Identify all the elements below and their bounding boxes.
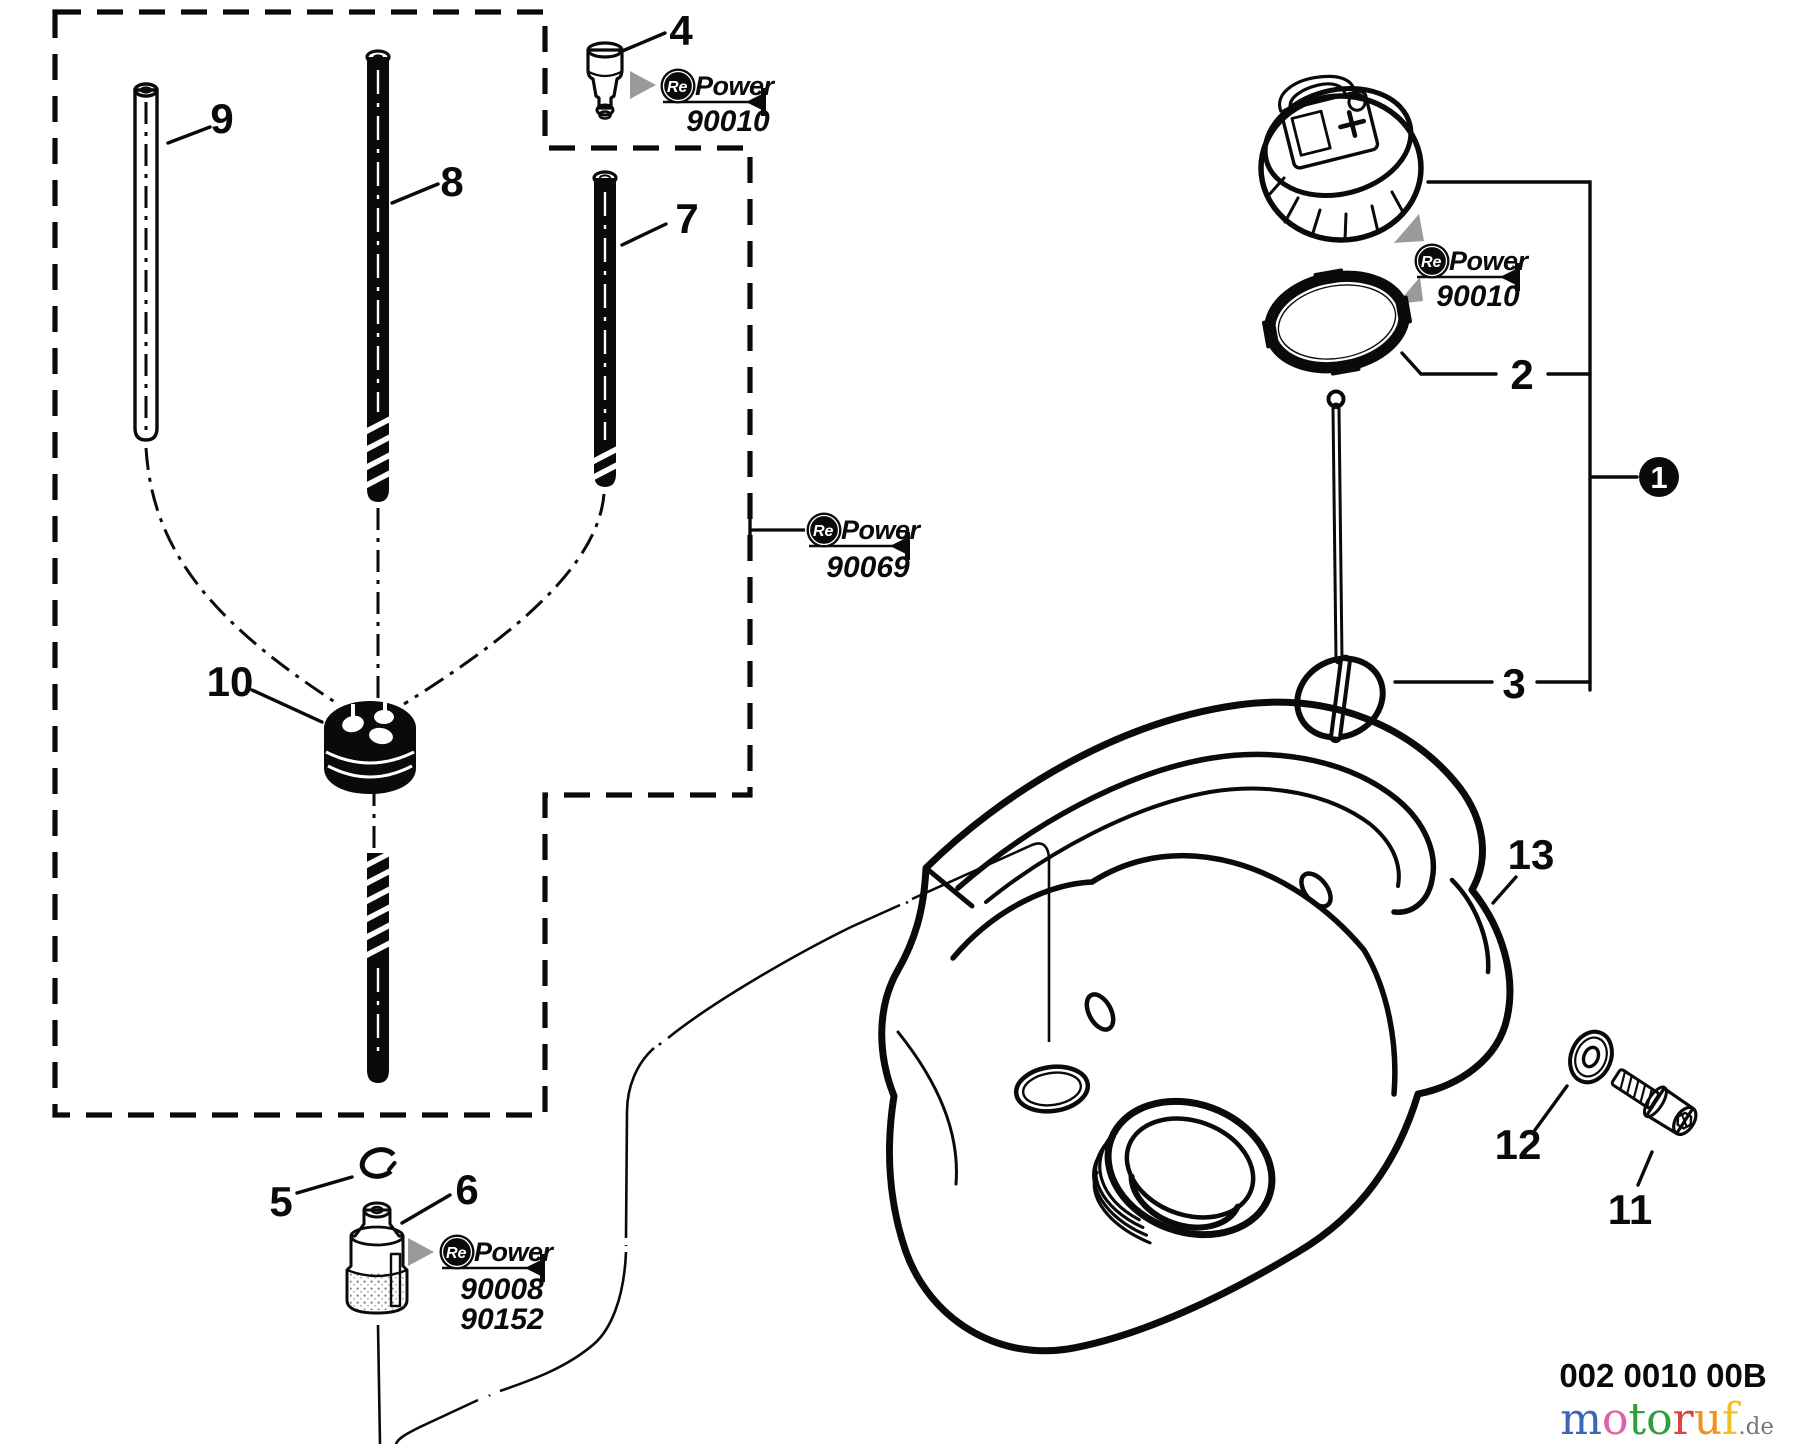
repower-badge-lines — [748, 511, 805, 549]
fuel-pump-icon — [1278, 74, 1380, 170]
filler-neck — [1092, 1097, 1276, 1245]
gray-arrow-icon — [408, 1238, 434, 1266]
repower-power-label: Power — [841, 515, 922, 545]
retaining-ring-5 — [359, 1147, 399, 1179]
callout-1: 1 — [1639, 457, 1679, 497]
fuel-tank-13 — [878, 698, 1514, 1355]
part-number: 90008 — [460, 1273, 544, 1306]
fuel-grommet-10 — [324, 700, 416, 794]
vent-valve-4 — [586, 41, 624, 120]
centerlines — [144, 447, 606, 848]
drawing-code: 002 0010 00B — [1559, 1357, 1766, 1394]
repower-re-icon: Re — [1421, 254, 1442, 271]
repower-re-icon: Re — [813, 523, 834, 540]
dashed-group-boundary — [52, 9, 753, 1118]
repower-power-label: Power — [474, 1237, 555, 1267]
cap-retainer-3 — [1294, 389, 1386, 744]
callout-3: 3 — [1502, 660, 1525, 707]
repower-re-icon: Re — [446, 1245, 467, 1262]
repower-power-label: Power — [695, 71, 776, 101]
gray-arrow-icon — [630, 71, 656, 99]
part-number: 90069 — [826, 551, 910, 584]
callout-12: 12 — [1495, 1121, 1542, 1168]
repower-badge-vent: Re Power 90010 — [660, 68, 776, 138]
fuel-pipe-9 — [133, 82, 159, 442]
part-number: 90010 — [686, 105, 770, 138]
part-number: 90152 — [460, 1303, 544, 1336]
fuel-cap — [1258, 74, 1424, 243]
repower-badge-lines-logo: Re Power 90069 — [806, 512, 922, 584]
callout-2: 2 — [1510, 351, 1533, 398]
motoruf-domain-suffix: .de — [1738, 1414, 1774, 1440]
part-number: 90010 — [1436, 280, 1520, 313]
assembly-bracket — [1393, 180, 1639, 692]
washer-12 — [1568, 1029, 1614, 1085]
repower-power-label: Power — [1449, 246, 1530, 276]
callout-7: 7 — [675, 195, 698, 242]
fuel-pipe-8-lower — [363, 849, 394, 1083]
callout-10: 10 — [207, 658, 254, 705]
callout-8: 8 — [440, 158, 463, 205]
screw-11 — [1610, 1068, 1698, 1136]
repower-re-icon: Re — [667, 79, 688, 96]
callout-11: 11 — [1608, 1186, 1652, 1233]
repower-badge-filter: Re Power 90008 90152 — [439, 1234, 555, 1336]
callout-13: 13 — [1508, 831, 1555, 878]
repower-badge-cap: Re Power 90010 — [1414, 243, 1530, 313]
callout-5: 5 — [269, 1178, 292, 1225]
callout-4: 4 — [669, 7, 693, 54]
cap-gasket-2 — [1262, 268, 1412, 376]
fuel-line-path — [376, 842, 1051, 1444]
fuel-pipe-7 — [590, 170, 621, 487]
fuel-pipe-8-upper — [363, 49, 394, 502]
svg-text:1: 1 — [1650, 460, 1667, 495]
callout-leaders — [166, 31, 1654, 1225]
motoruf-watermark-link[interactable]: motoruf.de — [1560, 1398, 1774, 1442]
gray-arrow-icon — [1394, 214, 1424, 243]
callout-6: 6 — [455, 1166, 478, 1213]
callout-9: 9 — [210, 95, 233, 142]
motoruf-logo: motoruf — [1560, 1394, 1739, 1444]
fuel-filter-6 — [345, 1201, 409, 1315]
